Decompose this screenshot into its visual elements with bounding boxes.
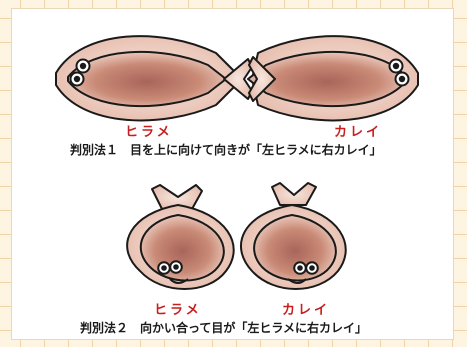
karei-label-bottom: カレイ: [282, 299, 330, 318]
fish-illustrations: [12, 9, 453, 339]
hirame-label-top: ヒラメ: [125, 121, 173, 140]
karei-label-top: カレイ: [334, 121, 382, 140]
diagram-card: ヒラメ カレイ 判別法１ 目を上に向けて向きが「左ヒラメに右カレイ」 ヒラメ カ…: [11, 8, 454, 340]
karei-top-fish: [248, 36, 418, 120]
hirame-label-bottom: ヒラメ: [154, 299, 202, 318]
hirame-top-fish: [56, 36, 252, 120]
method1-caption: 判別法１ 目を上に向けて向きが「左ヒラメに右カレイ」: [70, 141, 382, 158]
karei-bottom-fish: [241, 183, 346, 289]
hirame-bottom-fish: [127, 185, 234, 289]
method2-caption: 判別法２ 向かい合って目が「左ヒラメに右カレイ」: [80, 319, 367, 336]
karei-bottom-tail: [272, 183, 316, 205]
